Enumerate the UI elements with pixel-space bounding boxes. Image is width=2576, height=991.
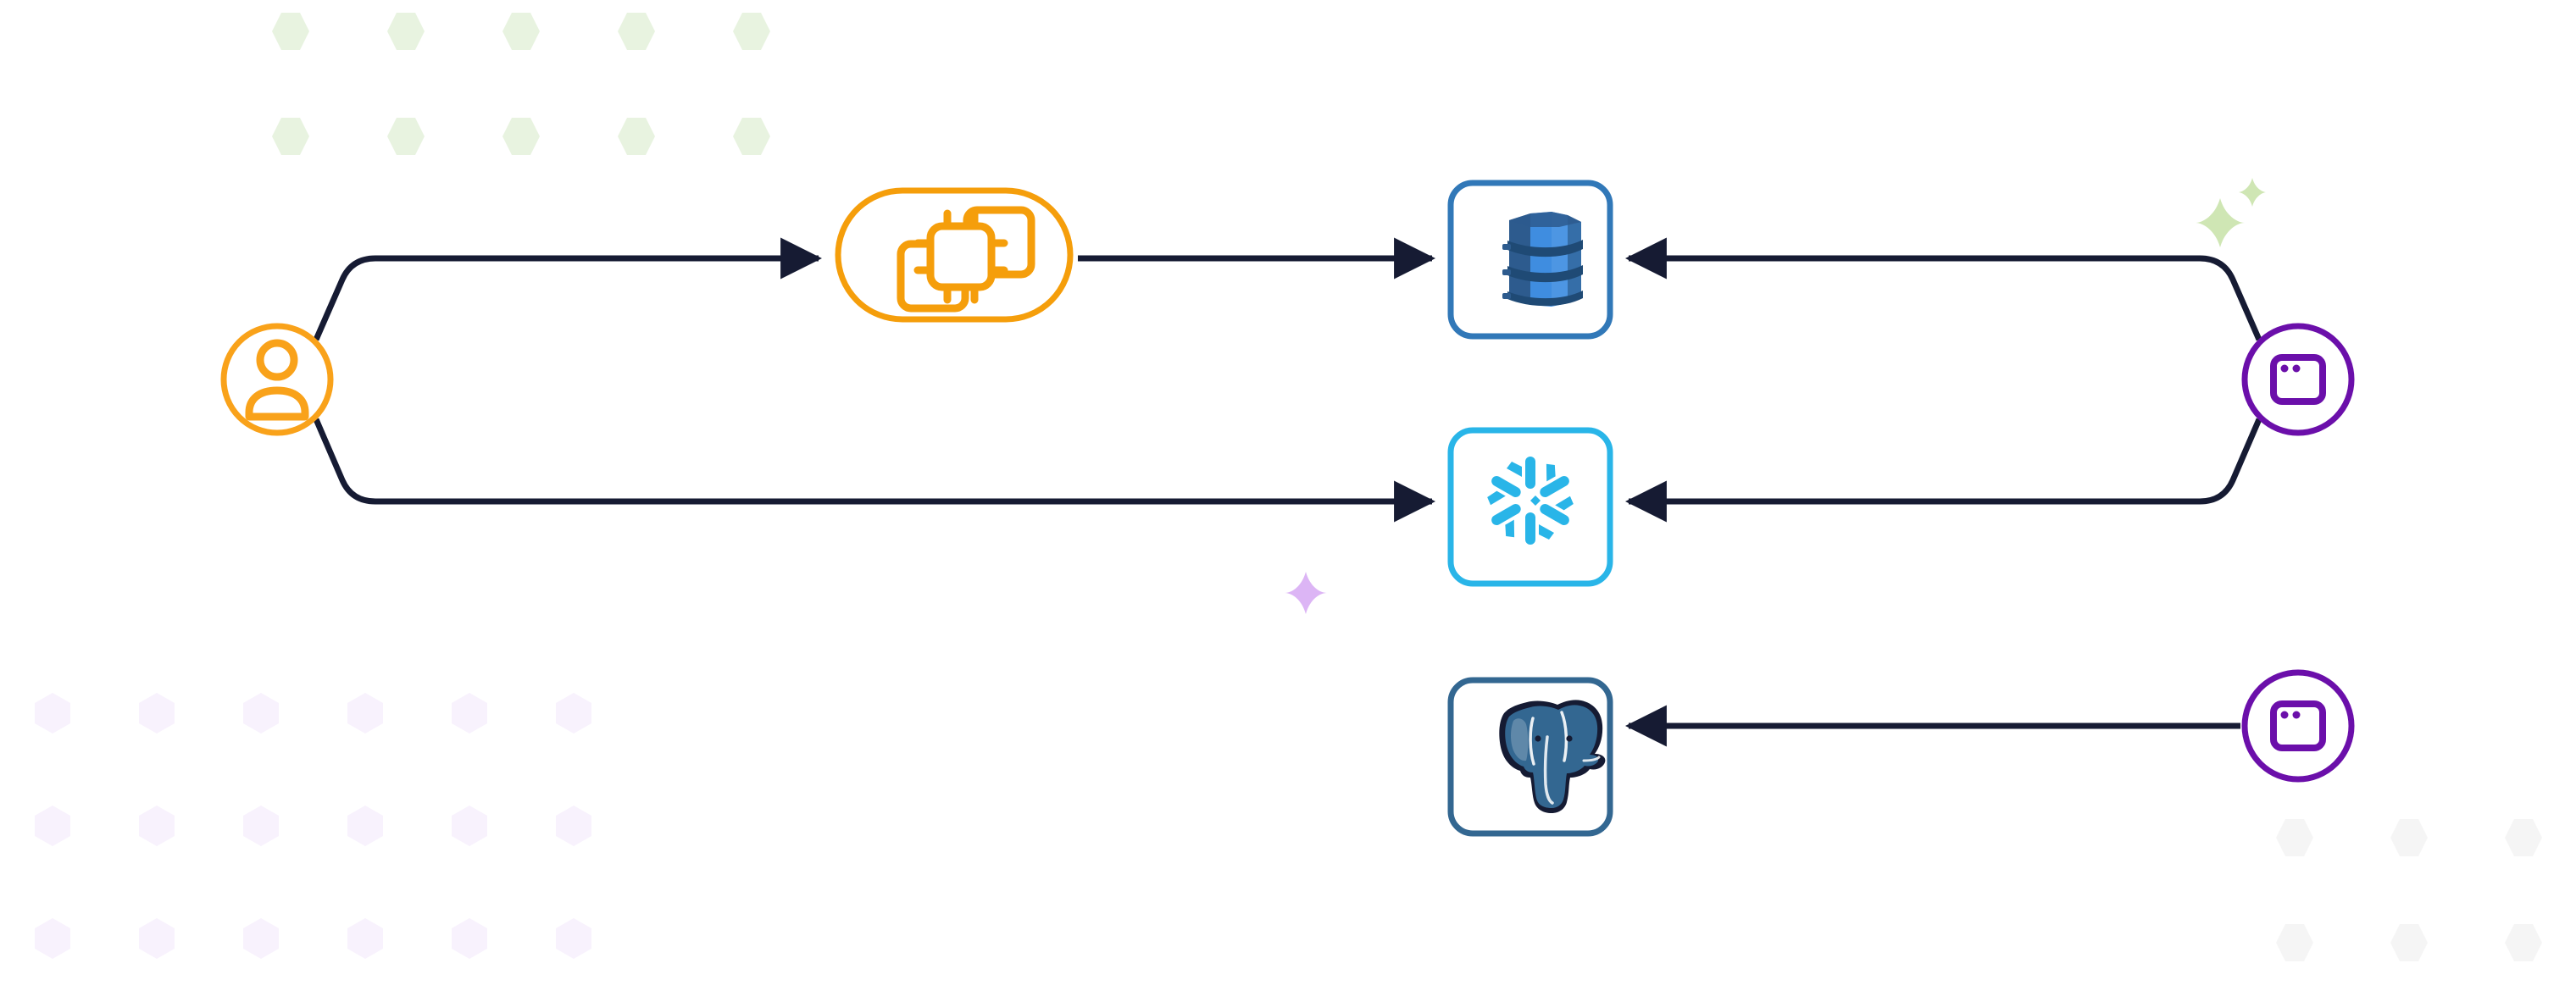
hex-grid-purple-bottom-left [35,693,591,959]
snowflake-icon [1487,457,1574,545]
snowflake-node[interactable] [1447,427,1613,587]
dynamodb-node[interactable] [1447,180,1613,340]
dynamodb-icon [1502,212,1583,307]
postgres-node[interactable] [1447,677,1613,837]
compute-node[interactable] [835,187,1074,323]
user-icon [245,339,309,421]
sparkle-green-large [2196,198,2245,247]
client-app-top-circle [2241,323,2355,436]
sparkle-purple [1285,572,1327,614]
connector-user-to-compute [313,237,823,341]
snowflake-node-card [1447,427,1613,587]
connector-client-top-to-snowflake [1624,418,2262,523]
hex-grid-gray-bottom-right [2276,819,2542,961]
client-app-bottom-circle [2241,669,2355,783]
hex-grid-green-top-left [272,13,770,155]
app-window-icon [2270,700,2326,751]
connector-user-to-snowflake [313,418,1436,523]
connector-client-top-to-dynamodb [1624,237,2262,341]
chip-icon [897,206,1035,313]
sparkle-green-small [2238,178,2267,207]
client-app-node-top[interactable] [2241,323,2355,436]
postgres-elephant-icon [1499,700,1606,813]
client-app-node-bottom[interactable] [2241,669,2355,783]
app-window-icon [2270,354,2326,405]
user-node[interactable] [220,323,334,436]
